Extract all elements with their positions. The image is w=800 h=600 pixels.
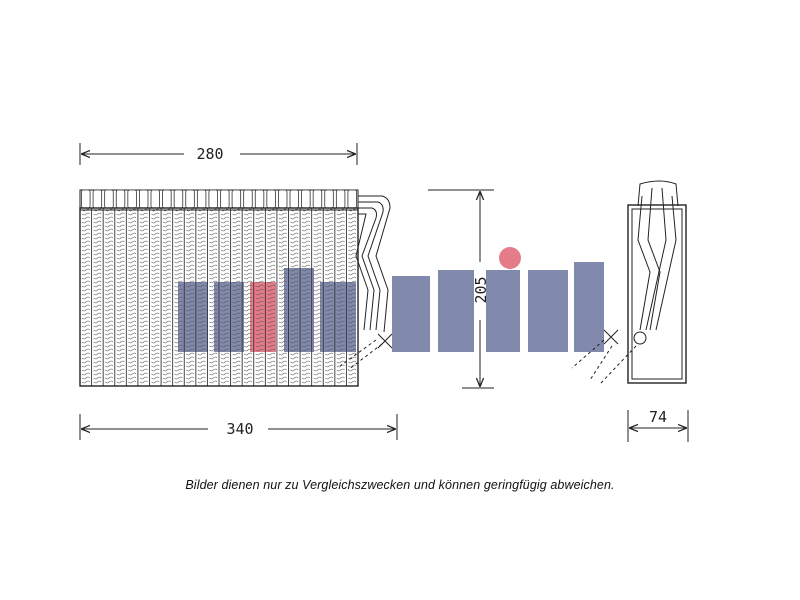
fin-header-tube — [92, 189, 103, 209]
fin-header-tube — [208, 189, 218, 209]
fin-header-tube — [81, 189, 91, 209]
fin-corrugation — [313, 208, 322, 384]
dimension-label-depth: 74 — [649, 408, 667, 426]
dimension-width-bottom: 340 — [79, 414, 398, 440]
fin-corrugation — [104, 208, 114, 384]
dimension-depth: 74 — [627, 408, 689, 442]
fin-header-tube — [150, 189, 160, 209]
fin-corrugation — [93, 208, 102, 384]
fin-corrugation — [209, 208, 218, 384]
fin-corrugation — [174, 208, 183, 384]
fin-header-tube — [185, 189, 195, 209]
fin-corrugation — [232, 208, 241, 384]
fin-header-tube — [266, 189, 276, 209]
fin-corrugation — [255, 208, 264, 384]
logo-watermark — [178, 247, 604, 352]
fin-header-tube — [104, 189, 114, 209]
fin-header-tube — [312, 189, 323, 209]
fin-corrugation — [162, 208, 171, 384]
fin-header-tube — [231, 189, 242, 209]
fin-header-tube — [243, 189, 253, 209]
fin-header-tube — [324, 189, 334, 209]
fin-corrugation — [116, 208, 125, 384]
fin-header-tube — [220, 189, 230, 209]
fin-corrugation — [81, 208, 90, 384]
fin-corrugation — [186, 208, 195, 384]
fin-header-tube — [127, 189, 137, 209]
fin-header-tube — [347, 189, 357, 209]
fin-corrugation — [197, 208, 206, 384]
dimension-label-width-bottom: 340 — [226, 420, 253, 438]
fin-corrugation — [348, 208, 357, 384]
fin-header-tube — [173, 189, 184, 209]
evaporator-side-view — [571, 180, 687, 385]
fin-corrugation — [151, 208, 160, 384]
dimension-label-width-top: 280 — [196, 145, 223, 163]
evaporator-front-view — [79, 189, 359, 387]
fin-corrugation — [278, 208, 287, 384]
dimension-label-height: 205 — [472, 276, 490, 303]
fin-corrugation — [290, 208, 299, 384]
disclaimer-caption: Bilder dienen nur zu Vergleichszwecken u… — [185, 478, 615, 492]
fin-header-tube — [115, 189, 126, 209]
fin-corrugation — [325, 208, 334, 384]
fin-corrugation — [139, 208, 148, 384]
fin-header-tube — [139, 189, 149, 209]
fin-header-tube — [335, 189, 346, 209]
fin-header-tube — [162, 189, 172, 209]
fin-header-tube — [289, 189, 299, 209]
fin-header-tube — [254, 189, 265, 209]
fin-header-tube — [301, 189, 311, 209]
fin-corrugation — [128, 208, 137, 384]
dimension-height: 205 — [428, 189, 494, 389]
dimension-width-top: 280 — [79, 143, 358, 165]
fin-header-tube — [196, 189, 207, 209]
fin-corrugation — [301, 208, 310, 384]
evaporator-pipes — [339, 195, 393, 371]
fin-corrugation — [243, 208, 253, 384]
fin-corrugation — [267, 208, 276, 384]
fin-corrugation — [220, 208, 229, 384]
fin-header-tube — [278, 189, 288, 209]
